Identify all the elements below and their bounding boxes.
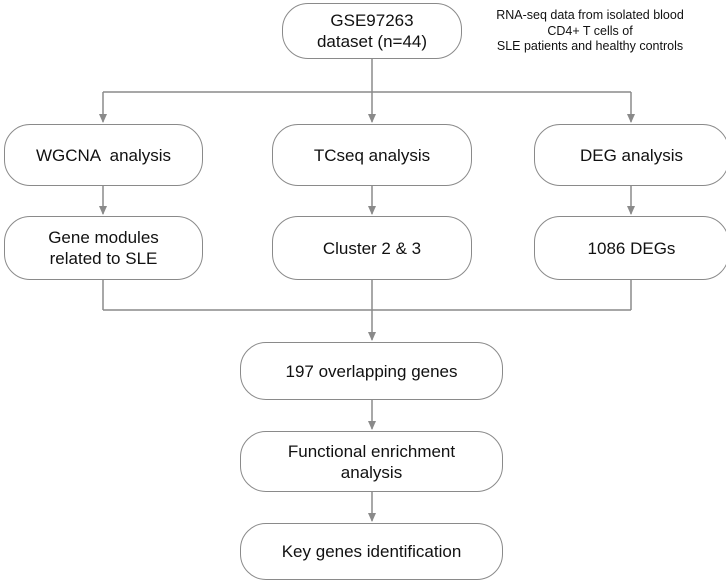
key-genes-node: Key genes identification bbox=[240, 523, 503, 580]
degs-node: 1086 DEGs bbox=[534, 216, 726, 280]
tcseq-label: TCseq analysis bbox=[313, 145, 431, 165]
deg-node: DEG analysis bbox=[534, 124, 726, 186]
note-line1: RNA-seq data from isolated blood bbox=[496, 8, 684, 22]
key-genes-label: Key genes identification bbox=[281, 542, 462, 561]
clusters-node: Cluster 2 & 3 bbox=[272, 216, 472, 280]
note-line3: SLE patients and healthy controls bbox=[496, 39, 684, 53]
dataset-description: RNA-seq data from isolated blood CD4+ T … bbox=[462, 8, 718, 55]
gene-modules-line1: Gene modules bbox=[48, 228, 159, 247]
dataset-line2: dataset (n=44) bbox=[316, 32, 428, 51]
enrichment-line1: Functional enrichment bbox=[287, 441, 456, 461]
enrichment-node: Functional enrichment analysis bbox=[240, 431, 503, 492]
note-line2: CD4+ T cells of bbox=[547, 23, 633, 38]
dataset-line1: GSE97263 bbox=[330, 11, 414, 30]
degs-label: 1086 DEGs bbox=[587, 238, 676, 258]
deg-label: DEG analysis bbox=[580, 145, 683, 165]
gene-modules-line2: related to SLE bbox=[49, 249, 158, 268]
overlap-label: 197 overlapping genes bbox=[285, 361, 458, 381]
overlap-node: 197 overlapping genes bbox=[240, 342, 503, 400]
tcseq-node: TCseq analysis bbox=[272, 124, 472, 186]
gene-modules-node: Gene modules related to SLE bbox=[4, 216, 203, 280]
clusters-label: Cluster 2 & 3 bbox=[322, 238, 422, 258]
wgcna-node: WGCNA analysis bbox=[4, 124, 203, 186]
dataset-node: GSE97263 dataset (n=44) bbox=[282, 3, 462, 59]
wgcna-label: WGCNA analysis bbox=[35, 145, 172, 165]
enrichment-line2: analysis bbox=[340, 462, 403, 482]
